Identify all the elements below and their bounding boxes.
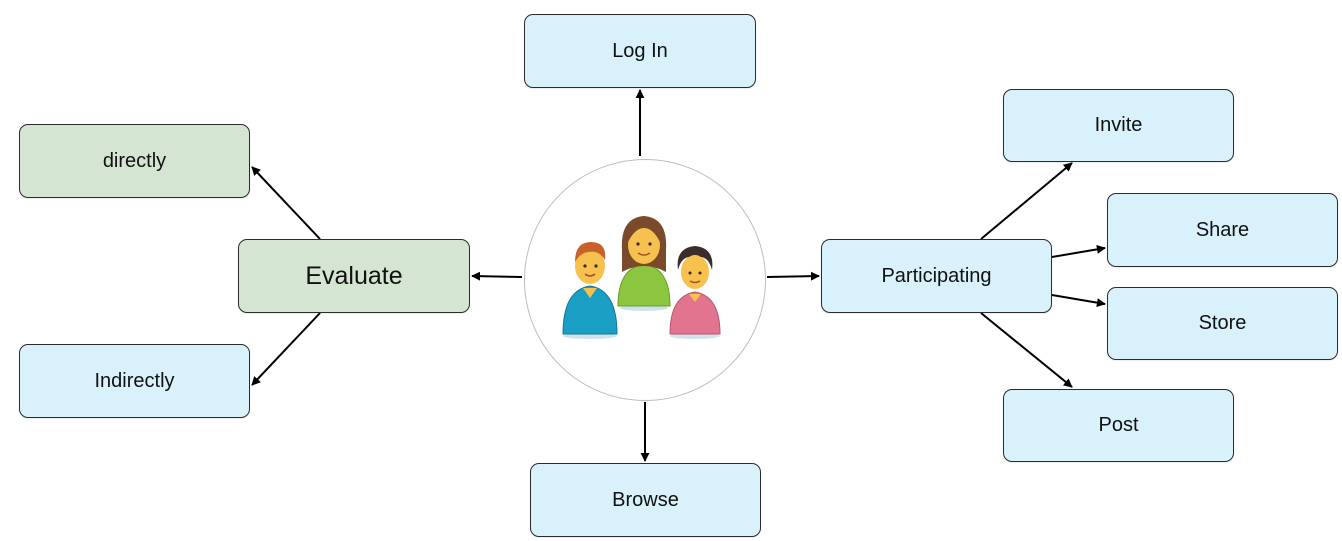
node-share-label: Share xyxy=(1195,218,1250,241)
arrow-participating-to-post xyxy=(980,312,1073,388)
arrow-participating-to-share xyxy=(1051,244,1106,258)
node-invite-label: Invite xyxy=(1094,114,1143,136)
node-evaluate: Evaluate xyxy=(238,239,470,313)
node-participating: Participating xyxy=(821,239,1052,313)
node-post: Post xyxy=(1003,389,1234,462)
node-post-label: Post xyxy=(1098,414,1139,436)
arrow-participating-to-invite xyxy=(980,162,1073,240)
arrow-hub-to-participating xyxy=(766,271,820,281)
node-directly-label: directly xyxy=(102,149,167,172)
node-store-label: Store xyxy=(1198,312,1247,334)
node-invite: Invite xyxy=(1003,89,1234,162)
node-indirectly: Indirectly xyxy=(19,344,250,418)
arrow-evaluate-to-directly xyxy=(251,166,321,240)
arrow-evaluate-to-indirectly xyxy=(251,312,321,386)
hub-circle xyxy=(524,159,766,401)
arrow-hub-to-evaluate xyxy=(471,271,523,281)
node-browse-label: Browse xyxy=(612,488,679,511)
node-login: Log In xyxy=(524,14,756,88)
arrow-participating-to-store xyxy=(1051,294,1106,308)
node-login-label: Log In xyxy=(612,39,668,62)
node-store: Store xyxy=(1107,287,1338,360)
people-group-icon xyxy=(562,216,721,339)
node-participating-label: Participating xyxy=(881,264,992,287)
node-indirectly-label: Indirectly xyxy=(94,369,175,392)
node-browse: Browse xyxy=(530,463,761,537)
node-share: Share xyxy=(1107,193,1338,267)
node-directly: directly xyxy=(19,124,250,198)
node-evaluate-label: Evaluate xyxy=(305,261,403,290)
